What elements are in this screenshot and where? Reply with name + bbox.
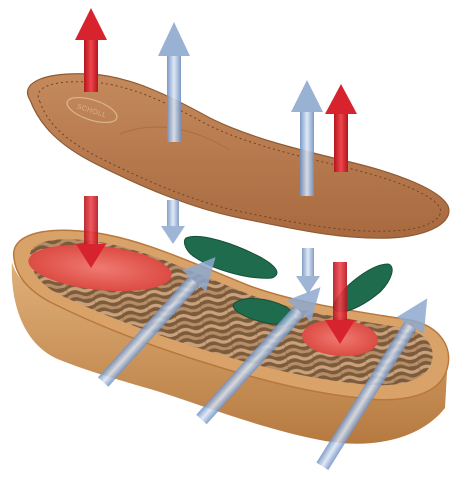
blue-airflow-arrow-down-center: [296, 248, 320, 294]
blue-airflow-arrow-down-arch: [161, 200, 185, 244]
